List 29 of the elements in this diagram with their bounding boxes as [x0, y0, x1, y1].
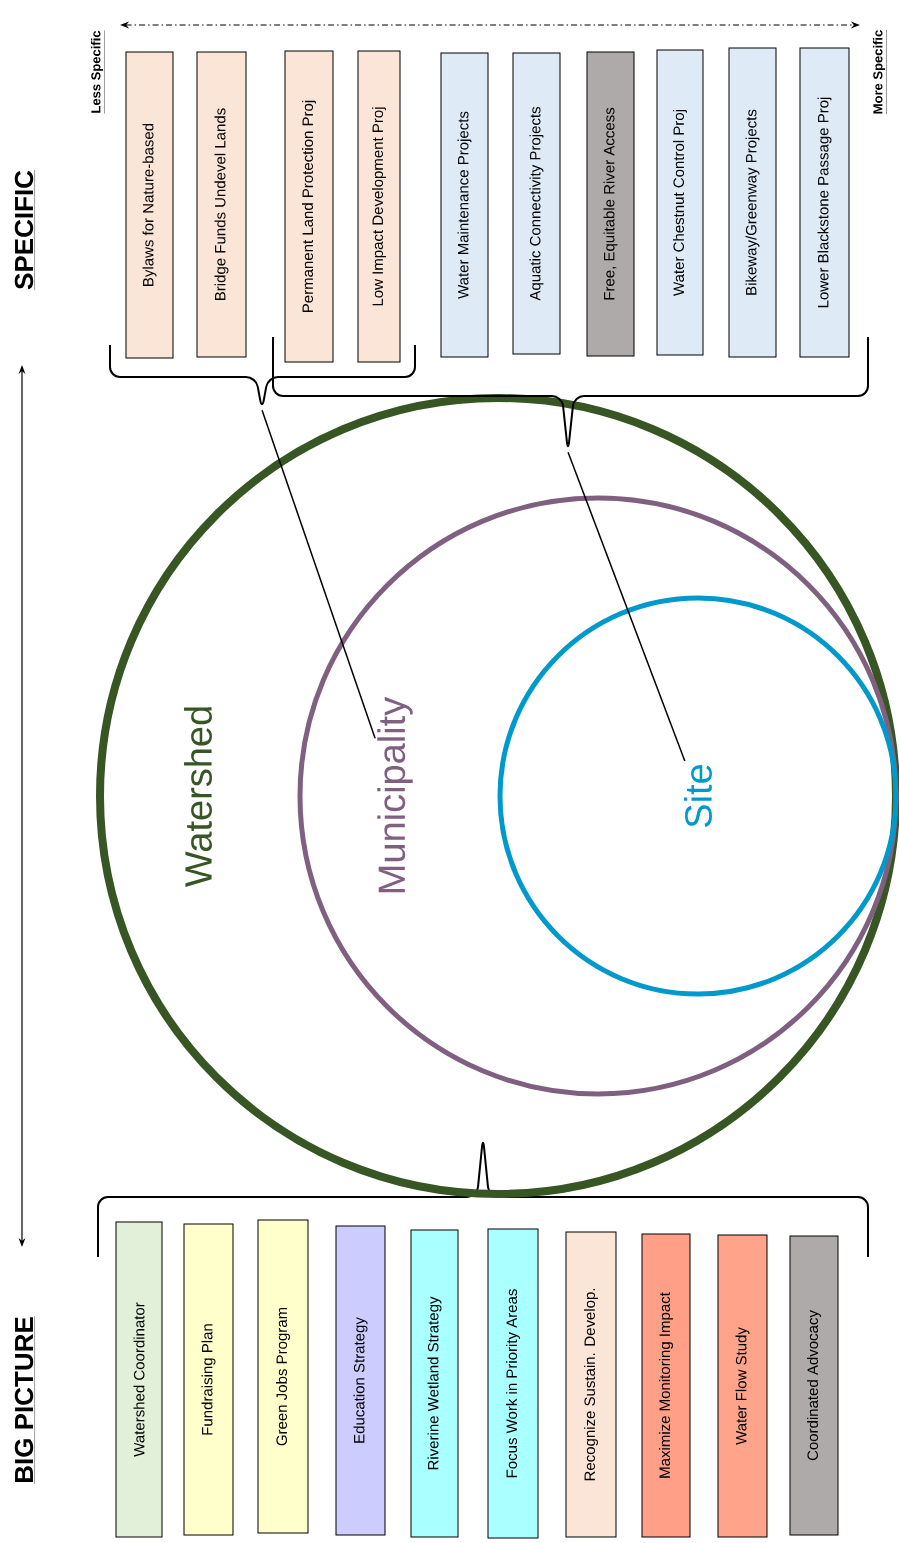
- project-box: Fundraising Plan: [183, 1223, 234, 1536]
- axis-label: SPECIFIC: [14, 169, 35, 291]
- axis-label: BIG PICTURE: [14, 1316, 35, 1484]
- project-box: Water Chestnut Control Proj: [656, 49, 704, 356]
- project-box: Lower Blackstone Passage Proj: [799, 47, 850, 358]
- circle-region: Site: [497, 595, 899, 997]
- project-box: Bikeway/Greenway Projects: [728, 47, 777, 358]
- axis-label: More Specific: [872, 29, 887, 115]
- leader-line: [261, 409, 376, 740]
- project-box: Maximize Monitoring Impact: [641, 1233, 691, 1538]
- project-box: Water Maintenance Projects: [440, 52, 489, 358]
- project-box: Low Impact Development Proj: [357, 50, 401, 363]
- project-box: Bylaws for Nature-based: [125, 51, 174, 359]
- project-box: Education Strategy: [335, 1225, 386, 1536]
- bracket: [272, 336, 869, 448]
- project-box: Watershed Coordinator: [115, 1221, 163, 1538]
- project-box: Green Jobs Program: [257, 1219, 309, 1534]
- project-box: Aquatic Connectivity Projects: [512, 52, 561, 355]
- project-box: Bridge Funds Undevel Lands: [196, 51, 247, 358]
- project-box: Free, Equitable River Access: [586, 51, 635, 357]
- bracket: [109, 344, 416, 406]
- project-box: Permanent Land Protection Proj: [284, 50, 334, 363]
- project-box: Coordinated Advocacy: [789, 1235, 839, 1536]
- project-box: Recognize Sustain. Develop.: [565, 1231, 617, 1538]
- leader-line: [567, 451, 686, 762]
- project-box: Focus Work in Priority Areas: [487, 1228, 539, 1539]
- axis-label: Less Specific: [90, 30, 105, 114]
- project-box: Riverine Wetland Strategy: [410, 1229, 459, 1538]
- project-box: Water Flow Study: [717, 1234, 768, 1538]
